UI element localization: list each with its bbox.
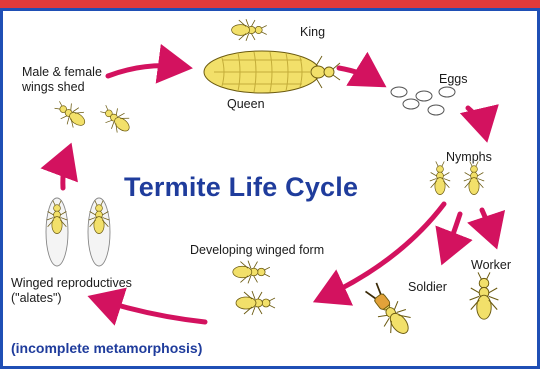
- label-soldier: Soldier: [408, 280, 447, 295]
- label-worker: Worker: [471, 258, 511, 273]
- label-alates-line1: Winged reproductives: [11, 276, 132, 291]
- label-king: King: [300, 25, 325, 40]
- label-developing: Developing winged form: [190, 243, 324, 258]
- alate-termite-1: [46, 198, 68, 266]
- label-wings-shed-line1: Male & female: [22, 65, 102, 80]
- label-wings-shed-line2: wings shed: [22, 80, 85, 95]
- label-alates-line2: ("alates"): [11, 291, 62, 306]
- label-nymphs: Nymphs: [446, 150, 492, 165]
- metamorphosis-note: (incomplete metamorphosis): [11, 340, 202, 356]
- diagram-title: Termite Life Cycle: [124, 172, 358, 203]
- alate-termite-2: [88, 198, 110, 266]
- label-eggs: Eggs: [439, 72, 468, 87]
- label-queen: Queen: [227, 97, 265, 112]
- top-banner: [0, 0, 540, 8]
